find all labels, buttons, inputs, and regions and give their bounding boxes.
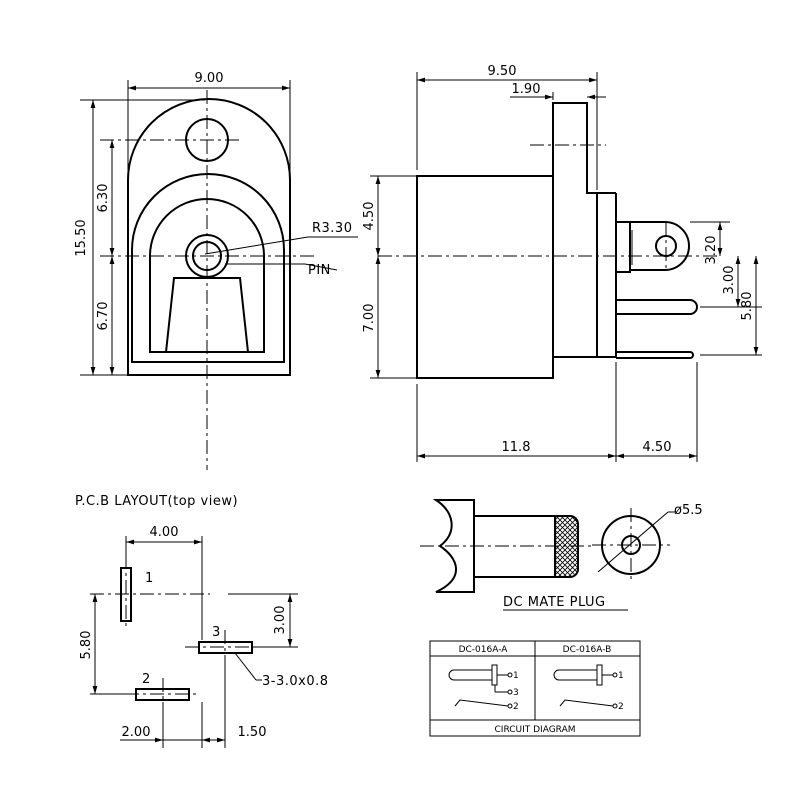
plug-diameter: ø5.5 bbox=[674, 503, 703, 518]
front-view: 9.00 15.50 6.30 6.70 R3.30 PIN bbox=[74, 71, 358, 470]
front-body-outline bbox=[127, 98, 291, 376]
side-view: 9.50 1.90 4.50 7.00 3.20 3.00 5.80 11.8 … bbox=[362, 64, 762, 462]
dim-side-body: 11.8 bbox=[502, 440, 531, 455]
radius-label: R3.30 bbox=[312, 221, 352, 236]
pcb-title: P.C.B LAYOUT(top view) bbox=[75, 494, 238, 509]
dim-front-width: 9.00 bbox=[195, 71, 224, 86]
bottom-pin bbox=[616, 351, 694, 359]
circuit-b-pin2: 2 bbox=[618, 702, 624, 712]
circuit-diagram: DC-016A-A DC-016A-B CIRCUIT DIAGRAM 1 3 … bbox=[429, 640, 641, 737]
pcb-dim-right: 3.00 bbox=[273, 606, 288, 635]
dim-side-pin2: 3.00 bbox=[722, 266, 737, 295]
pin-label: PIN bbox=[308, 263, 331, 278]
circuit-col-b: DC-016A-B bbox=[563, 645, 612, 655]
dim-side-upper: 4.50 bbox=[362, 202, 377, 231]
pcb-dim-bottom-left: 2.00 bbox=[122, 725, 151, 740]
dim-side-pins: 4.50 bbox=[643, 440, 672, 455]
pad-1-label: 1 bbox=[145, 571, 154, 586]
dim-side-total: 9.50 bbox=[488, 64, 517, 79]
side-body-outline bbox=[416, 102, 598, 379]
long-pin bbox=[616, 299, 698, 315]
dim-front-lower: 6.70 bbox=[96, 302, 111, 331]
pin-lug bbox=[630, 221, 690, 271]
mate-plug-title: DC MATE PLUG bbox=[503, 595, 606, 610]
dim-side-pin1: 3.20 bbox=[704, 236, 719, 265]
dim-front-upper: 6.30 bbox=[96, 184, 111, 213]
plug-tip-knurl bbox=[554, 515, 579, 578]
circuit-a-pin3: 3 bbox=[513, 688, 519, 698]
socket-opening bbox=[149, 198, 265, 353]
dim-side-tab: 1.90 bbox=[512, 82, 541, 97]
dim-side-lower: 7.00 bbox=[362, 304, 377, 333]
pad-3-label: 3 bbox=[212, 625, 221, 640]
front-inner-arch bbox=[131, 173, 285, 363]
circuit-caption: CIRCUIT DIAGRAM bbox=[495, 725, 576, 735]
pad-2-label: 2 bbox=[142, 672, 151, 687]
circuit-col-a: DC-016A-A bbox=[459, 645, 509, 655]
pcb-layout: P.C.B LAYOUT(top view) 4.00 3.00 5.80 bbox=[75, 494, 329, 748]
circuit-a-pin1: 1 bbox=[513, 671, 519, 681]
plug-head bbox=[432, 499, 475, 593]
circuit-a-pin2: 2 bbox=[513, 702, 519, 712]
pcb-dim-bottom-right: 1.50 bbox=[238, 725, 267, 740]
contact-trapezoid bbox=[164, 277, 250, 353]
dc-mate-plug: ø5.5 DC MATE PLUG bbox=[420, 499, 703, 611]
pcb-dim-top: 4.00 bbox=[150, 525, 179, 540]
circuit-b-pin1: 1 bbox=[618, 671, 624, 681]
pad-spec-label: 3-3.0x0.8 bbox=[262, 674, 329, 689]
dim-side-pin3: 5.80 bbox=[740, 292, 755, 321]
pcb-dim-left: 5.80 bbox=[79, 631, 94, 660]
dim-front-height: 15.50 bbox=[74, 219, 89, 256]
